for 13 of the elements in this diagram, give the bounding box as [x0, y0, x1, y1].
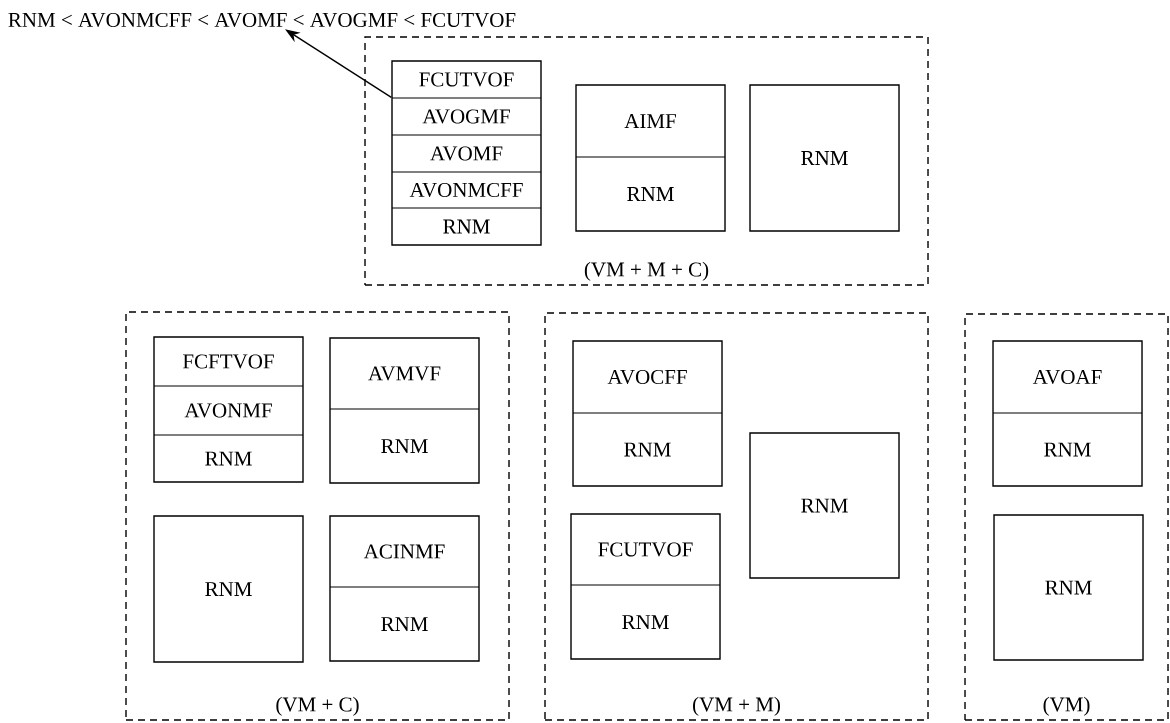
- stacked-box: FCUTVOF AVOGMF AVOMF AVONMCFF RNM: [391, 60, 542, 246]
- stacked-box: AVOCFF RNM: [572, 340, 723, 487]
- box: RNM: [749, 84, 900, 232]
- stacked-box: AIMF RNM: [575, 84, 726, 232]
- stacked-box: ACINMF RNM: [329, 515, 480, 662]
- stacked-box: AVOAF RNM: [992, 340, 1143, 487]
- box: RNM: [993, 514, 1144, 661]
- box: RNM: [749, 432, 900, 579]
- stacked-box: FCUTVOF RNM: [570, 513, 721, 660]
- stacked-box: FCFTVOF AVONMF RNM: [153, 336, 304, 483]
- ordering-text: RNM < AVONMCFF < AVOMF < AVOGMF < FCUTVOF: [8, 12, 516, 28]
- box: RNM: [153, 515, 304, 663]
- stacked-box: AVMVF RNM: [329, 337, 480, 484]
